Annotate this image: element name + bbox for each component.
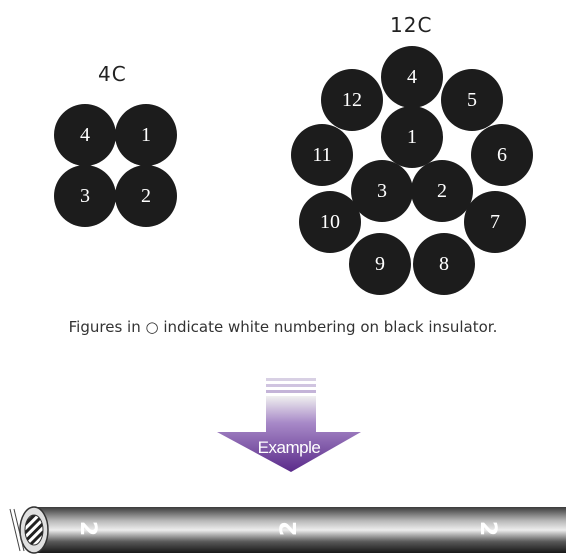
core-4c-3: 3 (54, 165, 116, 227)
core-12c-11: 11 (291, 124, 353, 186)
cable-marking-1: 2 (75, 520, 101, 537)
core-12c-4: 4 (381, 46, 443, 108)
cable-illustration (9, 506, 566, 554)
core-12c-3: 3 (351, 160, 413, 222)
core-12c-7: 7 (464, 191, 526, 253)
group-title-12c: 12C (390, 13, 433, 37)
down-arrow-icon (217, 378, 361, 472)
core-12c-2: 2 (411, 160, 473, 222)
core-12c-12: 12 (321, 69, 383, 131)
core-12c-6: 6 (471, 124, 533, 186)
core-4c-4: 4 (54, 104, 116, 166)
group-title-4c: 4C (98, 62, 127, 86)
caption-text: Figures in ○ indicate white numbering on… (68, 318, 498, 336)
core-12c-9: 9 (349, 233, 411, 295)
core-12c-10: 10 (299, 191, 361, 253)
core-12c-8: 8 (413, 233, 475, 295)
example-label: Example (257, 438, 321, 457)
cable-marking-2: 2 (277, 520, 303, 537)
core-12c-1: 1 (381, 106, 443, 168)
core-12c-5: 5 (441, 69, 503, 131)
core-4c-1: 1 (115, 104, 177, 166)
cable-marking-3: 2 (475, 520, 501, 537)
core-4c-2: 2 (115, 165, 177, 227)
